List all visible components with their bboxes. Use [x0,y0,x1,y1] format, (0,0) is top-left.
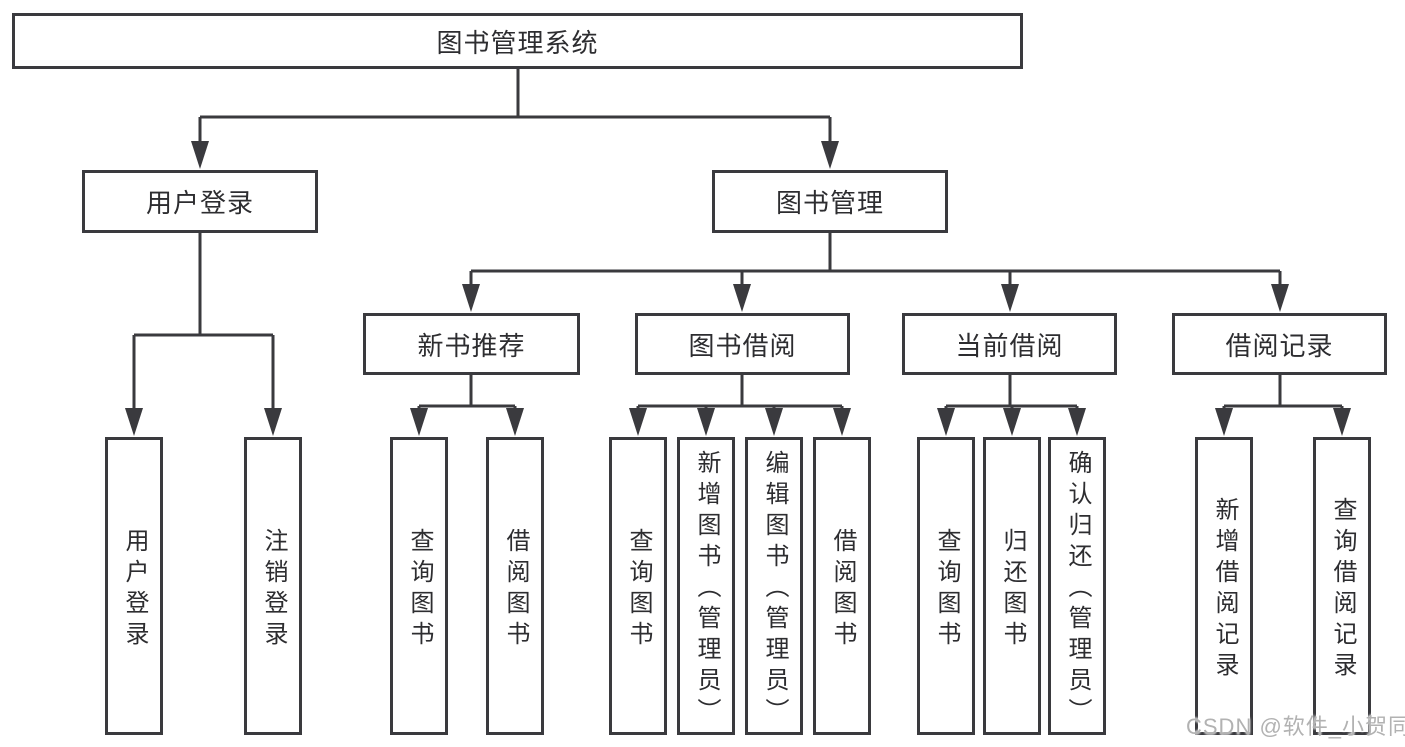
node-new-book-recommend: 新书推荐 [363,313,580,375]
node-label: 图书管理系统 [436,27,599,58]
leaf-query-books-3: 查询图书 [917,437,975,735]
node-user-login: 用户登录 [82,170,318,233]
node-label: 查询借阅记录 [1329,496,1356,683]
node-label: 归还图书 [999,527,1026,652]
node-label: 当前借阅 [955,330,1064,361]
node-label: 注销登录 [260,527,287,652]
leaf-borrow-books-2: 借阅图书 [813,437,871,735]
node-book-borrowing: 图书借阅 [635,313,850,375]
leaf-user-login: 用户登录 [105,437,163,735]
leaf-add-books-admin: 新增图书（管理员） [677,437,735,735]
node-label: 新书推荐 [417,330,526,361]
node-label: 借阅图书 [829,527,856,652]
node-library-system: 图书管理系统 [12,13,1023,69]
node-current-borrowing: 当前借阅 [902,313,1117,375]
leaf-return-books: 归还图书 [983,437,1041,735]
node-label: 新增图书（管理员） [693,450,720,729]
node-label: 查询图书 [625,527,652,652]
node-label: 用户登录 [121,527,148,652]
node-label: 查询图书 [406,527,433,652]
leaf-borrow-books-1: 借阅图书 [486,437,544,735]
node-label: 图书借阅 [688,330,797,361]
node-label: 查询图书 [933,527,960,652]
node-label: 借阅图书 [502,527,529,652]
node-label: 图书管理 [775,188,884,218]
node-label: 新增借阅记录 [1211,496,1238,683]
leaf-query-borrow-record: 查询借阅记录 [1313,437,1371,735]
node-label: 编辑图书（管理员） [761,450,788,729]
leaf-add-borrow-record: 新增借阅记录 [1195,437,1253,735]
leaf-query-books-1: 查询图书 [390,437,448,735]
node-borrowing-records: 借阅记录 [1172,313,1387,375]
node-label: 确认归还（管理员） [1064,450,1091,729]
node-label: 借阅记录 [1225,330,1334,361]
watermark-text: CSDN @软件_小贺同学 [1186,714,1405,739]
node-label: 用户登录 [145,188,254,218]
node-book-management: 图书管理 [712,170,948,233]
leaf-confirm-return-admin: 确认归还（管理员） [1048,437,1106,735]
leaf-logout-login: 注销登录 [244,437,302,735]
leaf-query-books-2: 查询图书 [609,437,667,735]
leaf-edit-books-admin: 编辑图书（管理员） [745,437,803,735]
